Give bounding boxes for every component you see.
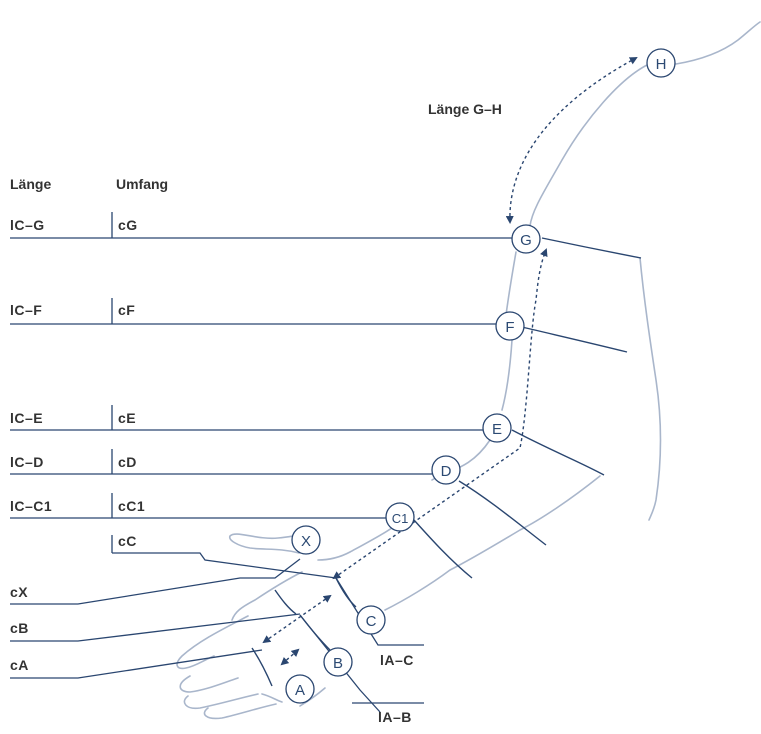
point-g-circle [511, 224, 541, 254]
forearm-underside [384, 475, 601, 611]
length-label-d: lC–D [10, 454, 44, 470]
circ-label-f: cF [118, 302, 135, 318]
row-g: lC–G cG [10, 212, 512, 239]
length-label-e: lC–E [10, 410, 43, 426]
header-length: Länge [10, 176, 51, 192]
point-h-circle [646, 48, 676, 78]
band-f [521, 326, 628, 353]
length-label-ab: lA–B [378, 709, 412, 725]
label-ca-group: cA [10, 649, 263, 679]
row-c1: lC–C1 cC1 [10, 493, 386, 519]
point-a-circle [285, 674, 315, 704]
point-d-label: D [441, 463, 452, 480]
row-f: lC–F cF [10, 298, 497, 325]
point-g-label: G [520, 232, 532, 249]
leader-line-b [10, 613, 301, 642]
length-label-c1: lC–C1 [10, 498, 52, 514]
point-h: H [646, 48, 676, 78]
label-cb-group: cB [10, 613, 301, 642]
circ-label-c: cC [118, 533, 137, 549]
point-g: G [511, 224, 541, 254]
point-c1-circle [385, 502, 415, 532]
hand-top-contour [228, 533, 301, 554]
palm-contour [299, 687, 326, 707]
length-label-f: lC–F [10, 302, 42, 318]
length-label-ac: lA–C [380, 652, 414, 668]
row-e: lC–E cE [10, 405, 484, 431]
point-a: A [285, 674, 315, 704]
circ-label-x: cX [10, 584, 28, 600]
arm-right-contour [639, 257, 662, 521]
band-d [458, 480, 547, 546]
band-x [274, 589, 297, 615]
band-c1 [413, 519, 473, 579]
leader-line-ac [335, 577, 424, 646]
point-a-label: A [295, 682, 305, 699]
arrow-a-c [262, 594, 332, 644]
point-h-label: H [656, 56, 667, 73]
point-x-circle [291, 525, 321, 555]
point-e-label: E [492, 421, 502, 438]
point-d-circle [431, 455, 461, 485]
arrow-a-b [280, 648, 300, 666]
length-label-g: lC–G [10, 217, 45, 233]
circ-label-b: cB [10, 620, 29, 636]
row-c: cC [111, 533, 337, 579]
leader-line-a [10, 649, 263, 679]
point-b-circle [323, 647, 353, 677]
band-e [511, 429, 605, 476]
point-f-label: F [505, 319, 514, 336]
row-d: lC–D cD [10, 449, 432, 475]
fingers-contour [176, 615, 283, 720]
point-f: F [495, 311, 525, 341]
leader-line-x [10, 558, 301, 605]
circ-label-c1: cC1 [118, 498, 145, 514]
hand-back-contour [231, 571, 303, 621]
row-line-c [112, 552, 337, 579]
circ-label-e: cE [118, 410, 136, 426]
upper-arm-outer-line [529, 63, 650, 227]
arrow-c-g [332, 248, 548, 580]
circ-label-d: cD [118, 454, 137, 470]
point-b-label: B [333, 655, 343, 672]
band-g [541, 237, 642, 259]
point-c: C [356, 605, 386, 635]
shoulder-line [675, 21, 761, 65]
band-a [251, 647, 273, 687]
point-x: X [291, 525, 321, 555]
point-e-circle [482, 413, 512, 443]
label-lac-group: lA–C [335, 577, 424, 668]
header-circumference: Umfang [116, 176, 168, 192]
circ-label-g: cG [118, 217, 138, 233]
arrow-g-h [505, 57, 638, 224]
point-c-label: C [366, 613, 377, 630]
point-b: B [323, 647, 353, 677]
circ-label-a: cA [10, 657, 29, 673]
point-d: D [431, 455, 461, 485]
point-c1-label: C1 [392, 511, 409, 526]
point-f-circle [495, 311, 525, 341]
point-x-label: X [301, 533, 311, 550]
label-cx-group: cX [10, 558, 301, 605]
forearm-upper-contour [317, 439, 491, 561]
point-e: E [482, 413, 512, 443]
point-c1: C1 [385, 502, 415, 532]
arm-outline [176, 21, 761, 720]
point-c-circle [356, 605, 386, 635]
header-length-gh: Länge G–H [428, 101, 502, 117]
